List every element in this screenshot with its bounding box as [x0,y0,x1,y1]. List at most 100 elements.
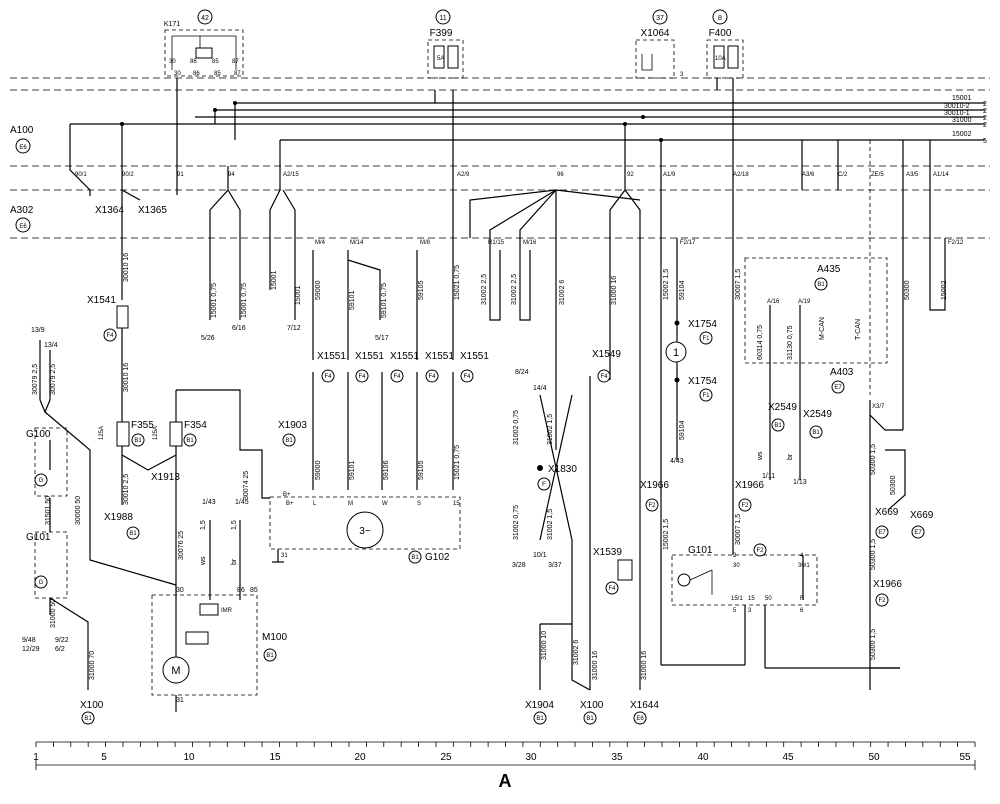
svg-text:M: M [348,501,353,507]
fuse-f400: 10A [706,39,744,79]
wire-label: 30010 16 [123,253,130,282]
svg-text:30079 2,5: 30079 2,5 [32,364,39,395]
battery-section: 13/9 13/4 30079 2,5 30079 2,5 G100 G 315… [22,327,177,725]
svg-text:M: M [171,665,180,677]
svg-text:F2: F2 [756,548,764,554]
svg-text:F1: F1 [702,336,710,342]
svg-text:31000 70: 31000 70 [89,651,96,680]
svg-text:30/1: 30/1 [798,563,810,569]
svg-text:X669: X669 [875,507,899,518]
pin-label: A2/15 [283,172,299,178]
bus-code: 30010-2 [944,103,970,110]
svg-text:30079 2,5: 30079 2,5 [50,364,57,395]
svg-text:B1: B1 [586,716,594,722]
pin-label: A3/5 [906,172,919,178]
svg-text:6/16: 6/16 [232,325,246,332]
bus-num: 2 [983,122,987,129]
svg-text:31: 31 [281,553,288,559]
svg-text:3/28: 3/28 [512,562,526,569]
svg-text:B1: B1 [536,716,544,722]
svg-text:B1: B1 [134,438,142,444]
k171-relay: 30 86 85 87 30 86 85 87 [164,29,244,77]
f400-rating: 10A [715,56,726,62]
x1830-section: R1/15 M/16 31002 2,5 31002 2,5 31002 6 X… [469,189,641,569]
scale-label: A [499,771,512,791]
svg-text:A403: A403 [830,367,854,378]
g100-label: G100 [26,429,51,440]
svg-text:13/4: 13/4 [44,342,58,349]
svg-text:31501 50: 31501 50 [45,496,52,525]
svg-text:M-CAN: M-CAN [819,317,826,340]
svg-text:X1539: X1539 [593,547,622,558]
svg-text:7/12: 7/12 [287,325,301,332]
rail-lines [10,77,990,239]
svg-text:X1830: X1830 [548,464,577,475]
svg-text:30007 1,5: 30007 1,5 [735,269,742,300]
mid-left-wiring: 15001 0,75 15001 0,75 5/26 6/16 15001 15… [201,103,302,342]
svg-text:3: 3 [748,608,752,614]
f354-label: F354 [184,420,207,431]
pin-label: 90/1 [75,172,87,178]
fuse-f354: F354 125A B1 [153,420,207,447]
f355-rating: 125A [99,426,105,440]
svg-text:31002 6: 31002 6 [573,640,580,665]
svg-text:1/43: 1/43 [202,499,216,506]
svg-text:F4: F4 [393,374,401,380]
svg-text:X1551: X1551 [390,351,419,362]
svg-text:15002 1,5: 15002 1,5 [663,269,670,300]
top-ref-k171: 42 K171 [164,9,213,28]
svg-text:31000 50: 31000 50 [50,599,57,628]
wire-label: 30010 2,5 [123,474,130,505]
svg-text:E6: E6 [636,716,644,722]
g101-label: G101 [26,532,51,543]
svg-text:9/22: 9/22 [55,637,69,644]
bottom-scale: 1 5 10 15 20 25 30 35 40 45 50 55 A [33,741,976,791]
svg-text:59106: 59106 [383,460,390,480]
svg-text:X1551: X1551 [425,351,454,362]
svg-text:1,5: 1,5 [231,520,238,530]
left-wiring: X1364 X1365 30010 16 X1541 F4 30010 16 [69,78,178,410]
svg-text:5/17: 5/17 [375,335,389,342]
svg-text:F4: F4 [608,586,616,592]
svg-text:31002 1,5: 31002 1,5 [547,414,554,445]
bus-num: 2 [983,101,987,108]
scale-tick-label: 5 [101,752,107,763]
svg-text:R1/15: R1/15 [488,240,505,246]
svg-text:B1: B1 [84,716,92,722]
svg-text:4/43: 4/43 [670,458,684,465]
svg-text:F2/17: F2/17 [680,240,696,246]
svg-text:1/13: 1/13 [793,479,807,486]
x1754-section: F2/17 15002 1,5 59104 X1754 F1 1 X1754 F… [640,140,746,666]
svg-text:86: 86 [237,587,245,594]
svg-text:5/26: 5/26 [201,335,215,342]
x1988-label: X1988 [104,512,133,523]
svg-text:B1: B1 [812,430,820,436]
svg-text:30: 30 [733,563,740,569]
svg-text:50300 1,5: 50300 1,5 [870,444,877,475]
svg-text:30: 30 [176,587,184,594]
scale-tick-label: 1 [33,752,39,763]
m100-label: M100 [262,632,287,643]
x1364-label: X1364 [95,205,124,216]
svg-text:F2: F2 [878,598,886,604]
pin-label: 96 [557,172,564,178]
svg-text:3: 3 [680,72,684,78]
svg-text:A435: A435 [817,264,841,275]
k171-pin-85: 85 [212,59,219,65]
svg-text:59000: 59000 [315,280,322,300]
svg-text:85: 85 [250,587,258,594]
svg-text:15/1: 15/1 [731,596,743,602]
rail-name: A302 [10,205,34,216]
svg-text:B1: B1 [129,531,137,537]
svg-text:31130 0,75: 31130 0,75 [787,325,794,360]
bus-num: 2 [983,115,987,122]
svg-text:X1551: X1551 [317,351,346,362]
svg-text:59101: 59101 [349,290,356,310]
svg-text:X1966: X1966 [873,579,902,590]
top-ref-label: X1064 [641,28,670,39]
svg-text:M/14: M/14 [350,240,364,246]
svg-text:1/11: 1/11 [762,473,775,480]
svg-text:M/4: M/4 [315,240,326,246]
svg-text:T-CAN: T-CAN [855,319,862,340]
